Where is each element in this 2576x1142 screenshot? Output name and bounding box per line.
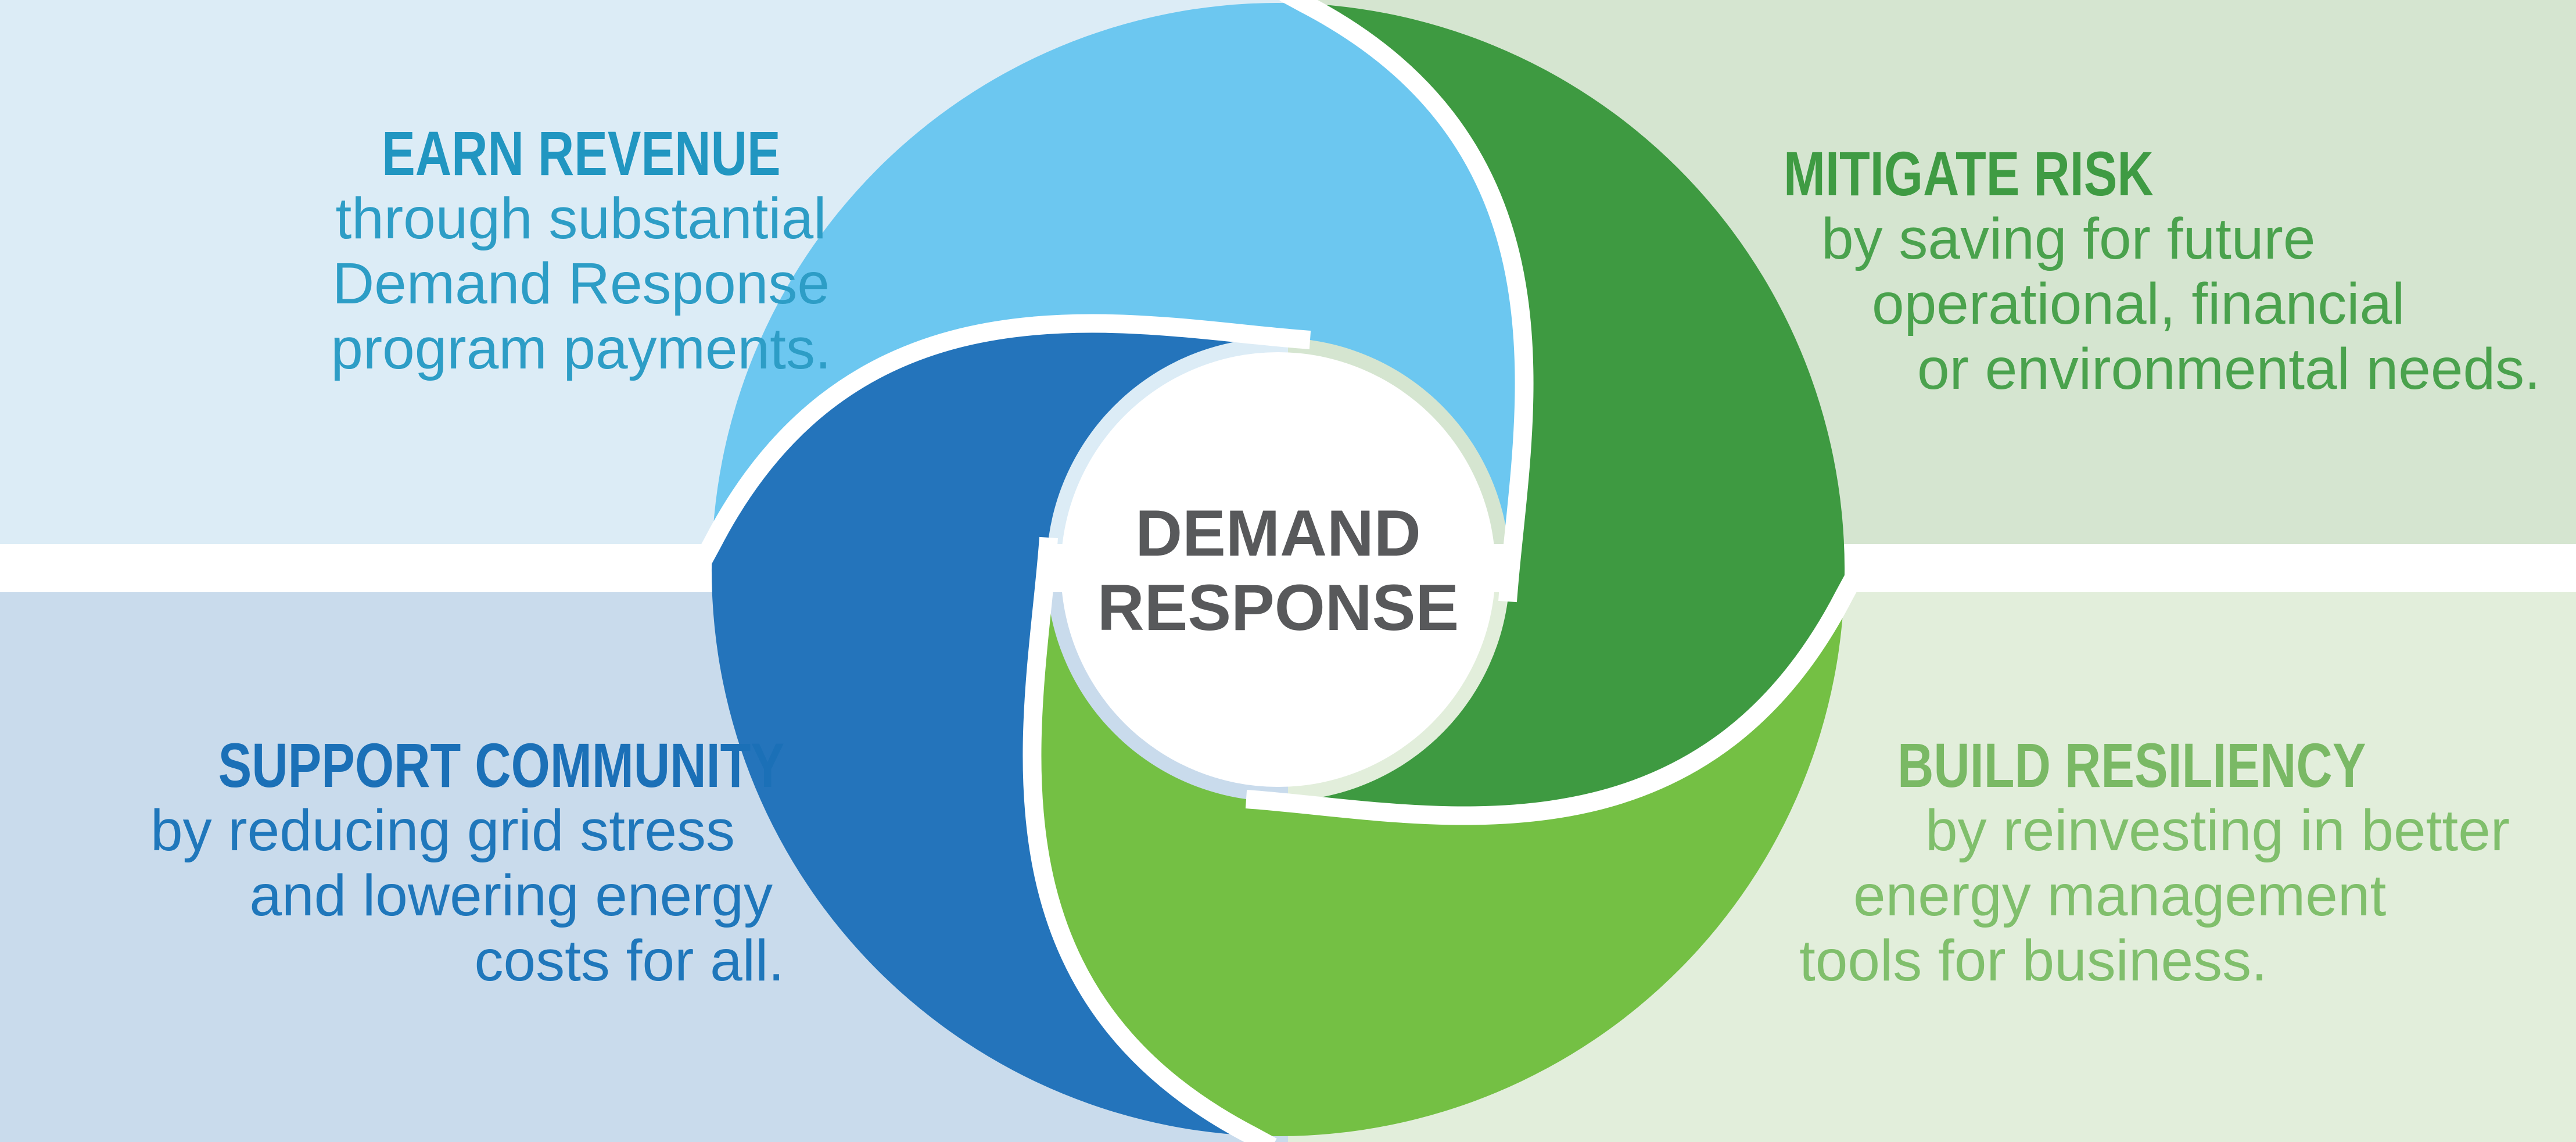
quadrant-body-line: by saving for future xyxy=(1821,206,2316,271)
quadrant-body-line: through substantial xyxy=(335,186,827,251)
heading-text: EARN REVENUE xyxy=(381,118,781,188)
quadrant-heading: SUPPORT COMMUNITY xyxy=(77,733,784,798)
swirl-gap xyxy=(693,314,1311,568)
blade-top-light-blue xyxy=(712,2,1524,602)
blade-right-dark-green xyxy=(1246,3,1845,816)
quadrant-body-line: Demand Response xyxy=(332,251,830,316)
quadrant-body-line: operational, financial xyxy=(1872,271,2405,336)
quadrant-body-line: program payments. xyxy=(331,316,831,381)
heading-text: SUPPORT COMMUNITY xyxy=(218,730,784,800)
quadrant-text-mitigate-risk: MITIGATE RISK by saving for future opera… xyxy=(1784,141,2541,402)
quadrant-heading: EARN REVENUE xyxy=(331,121,831,186)
quadrant-text-earn-revenue: EARN REVENUE through substantial Demand … xyxy=(331,121,831,382)
swirl-gap xyxy=(1279,0,1534,603)
heading-text: BUILD RESILIENCY xyxy=(1897,730,2366,800)
blade-bottom-light-green xyxy=(1032,537,1844,1137)
quadrant-heading: MITIGATE RISK xyxy=(1784,141,2541,206)
quadrant-body-line: costs for all. xyxy=(474,928,785,993)
center-label-line1: DEMAND xyxy=(1135,497,1421,570)
swirl-pinwheel xyxy=(693,0,1864,1142)
quadrant-body-line: energy management xyxy=(1853,863,2387,928)
center-label-line2: RESPONSE xyxy=(1097,571,1459,644)
heading-text: MITIGATE RISK xyxy=(1784,138,2154,209)
quadrant-text-support-community: SUPPORT COMMUNITY by reducing grid stres… xyxy=(77,733,785,994)
quadrant-body-line: or environmental needs. xyxy=(1917,336,2541,402)
swirl-gap xyxy=(1022,536,1277,1142)
quadrant-heading: BUILD RESILIENCY xyxy=(1897,733,2510,798)
swirl-gap xyxy=(1245,571,1864,825)
quadrant-text-build-resiliency: BUILD RESILIENCY by reinvesting in bette… xyxy=(1799,733,2510,994)
quadrant-body-line: by reinvesting in better xyxy=(1925,798,2510,863)
quadrant-body-line: by reducing grid stress xyxy=(150,798,735,863)
quadrant-body-line: and lowering energy xyxy=(249,863,773,928)
center-circle xyxy=(1061,352,1495,787)
blade-left-blue xyxy=(711,323,1310,1136)
center-label: DEMAND RESPONSE xyxy=(1097,496,1459,645)
quadrant-body-line: tools for business. xyxy=(1799,928,2268,993)
